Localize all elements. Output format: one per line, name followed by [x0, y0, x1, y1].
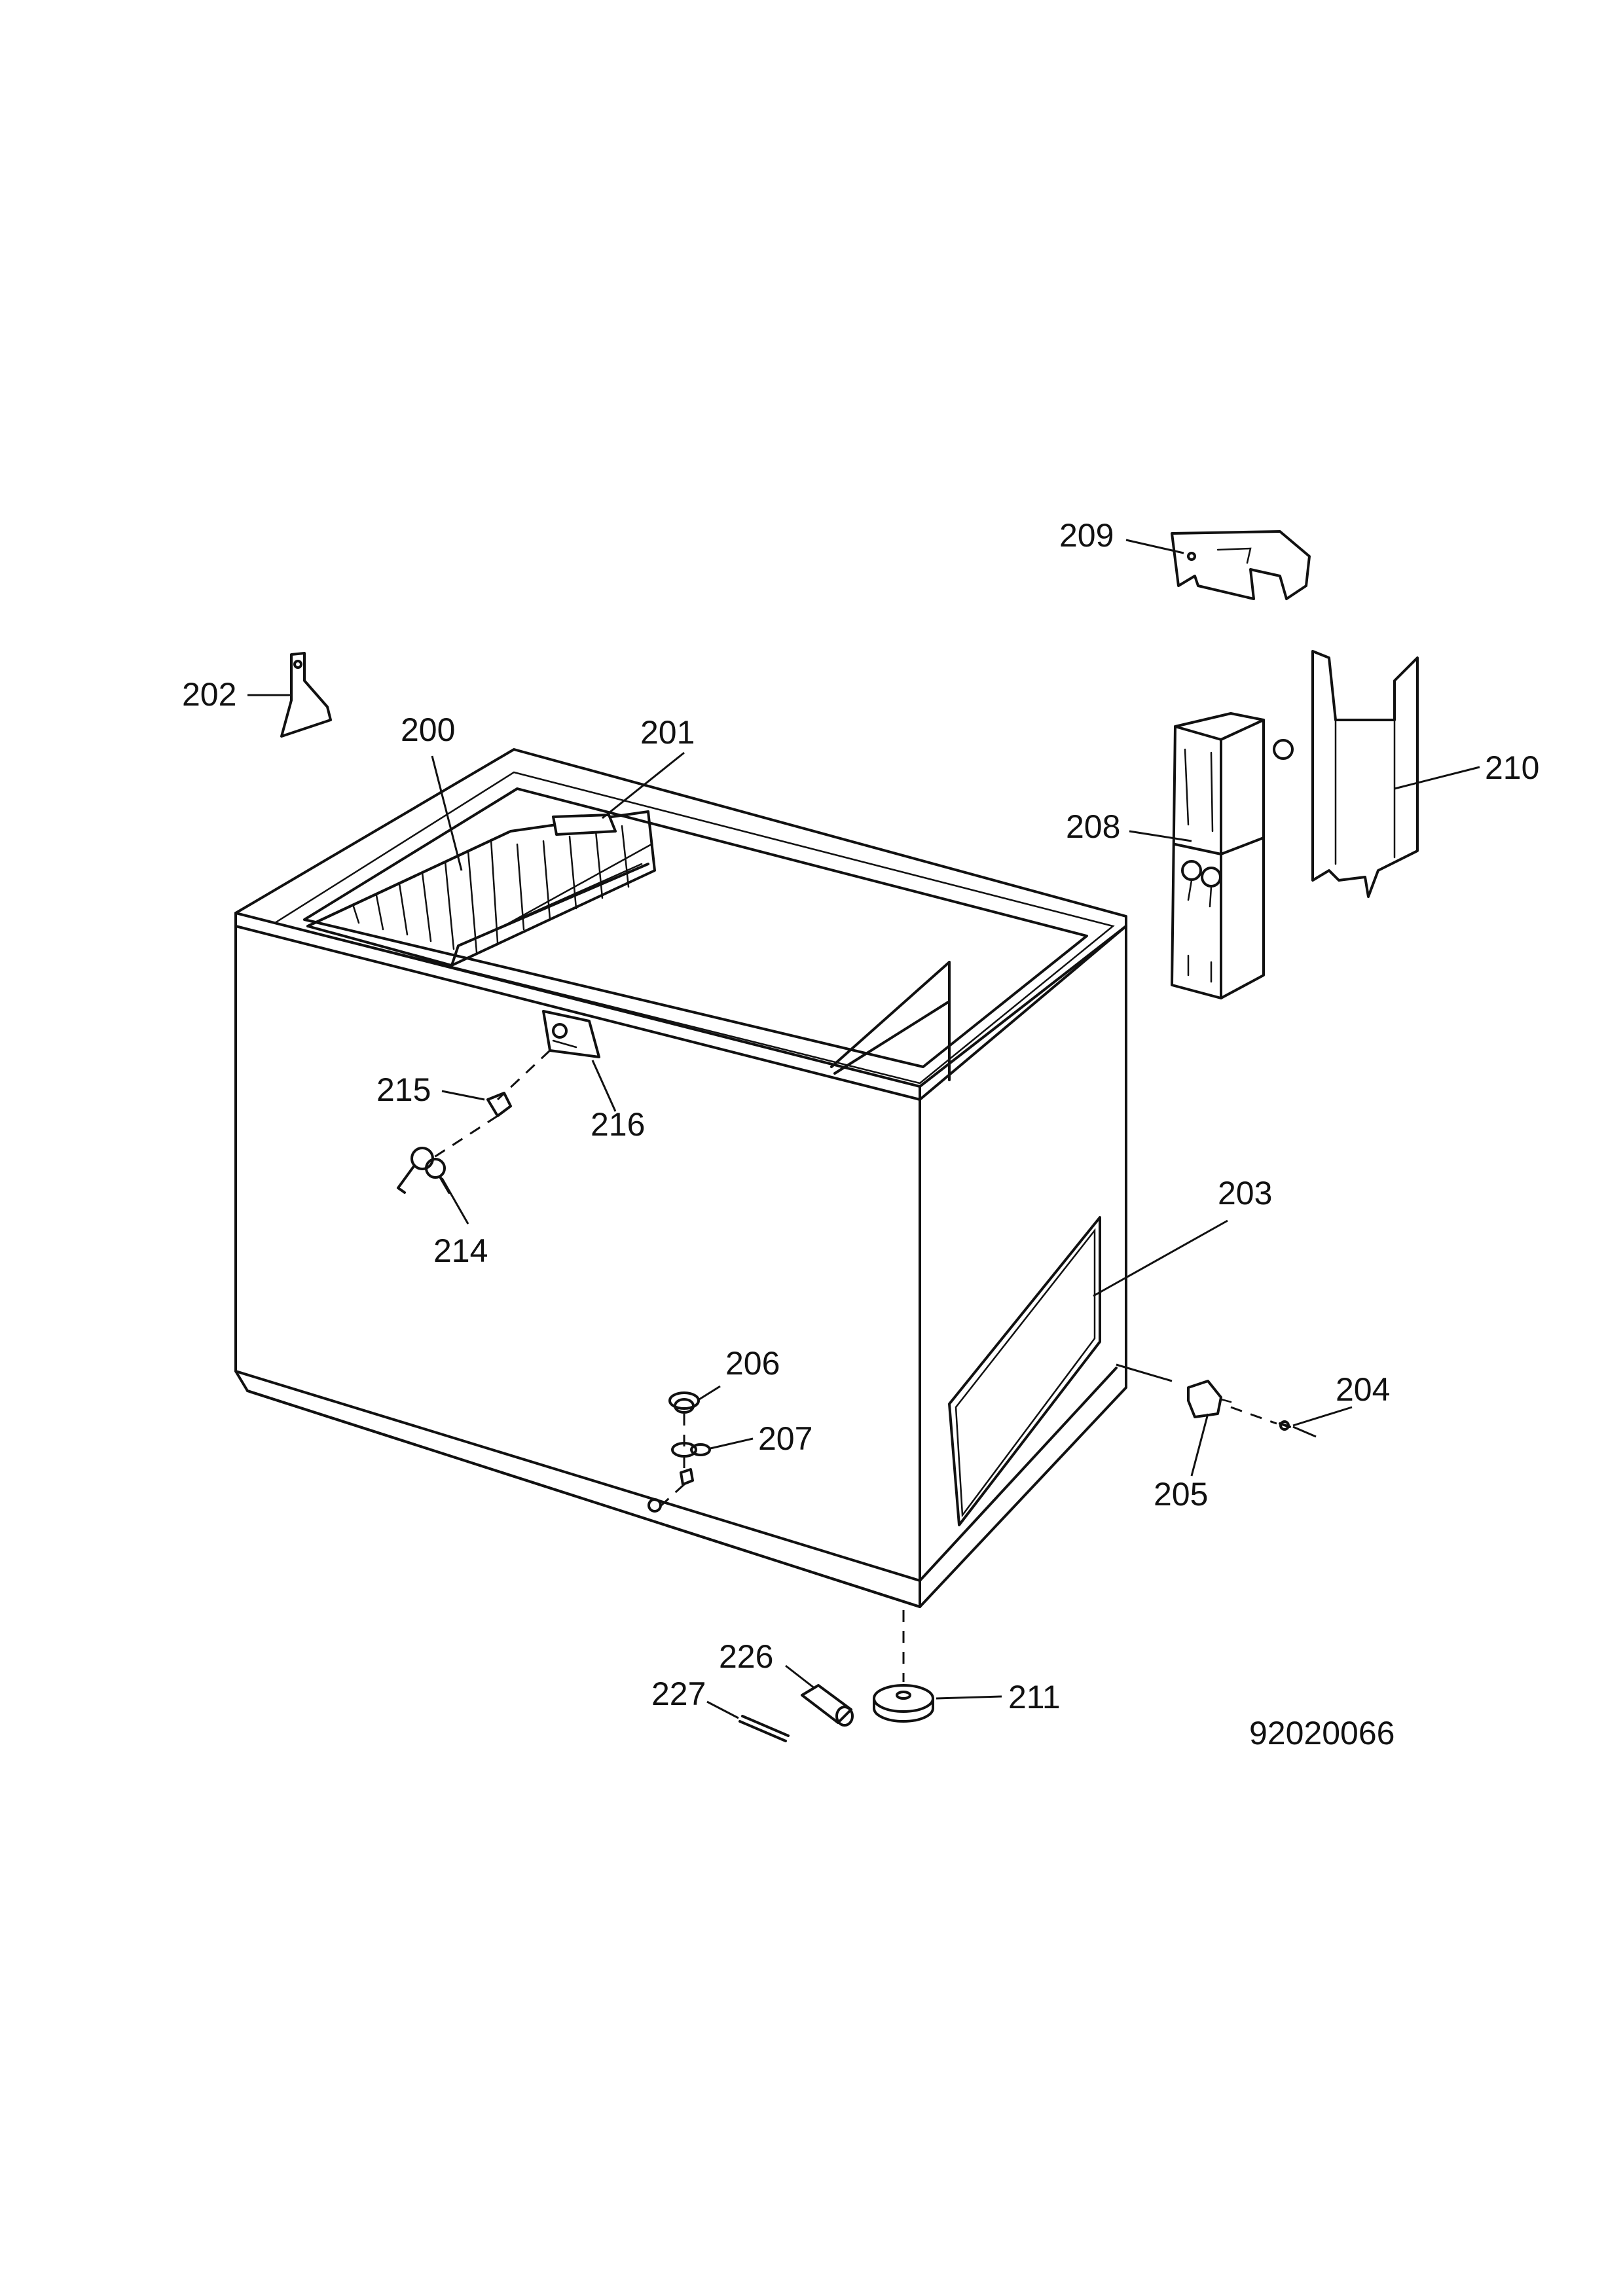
hinge-cover — [1171, 530, 1311, 600]
label-210: 210 — [1485, 749, 1539, 786]
lock-cylinder — [486, 1092, 512, 1117]
leader-lines — [247, 539, 1480, 1719]
washer — [668, 1391, 700, 1414]
label-204: 204 — [1336, 1371, 1390, 1408]
spacer-ring — [671, 1442, 711, 1458]
label-216: 216 — [591, 1106, 645, 1143]
label-205: 205 — [1154, 1476, 1208, 1513]
drawing-number: 92020066 — [1249, 1715, 1395, 1751]
label-208: 208 — [1066, 808, 1120, 845]
roller — [801, 1684, 854, 1727]
small-bolt — [680, 1468, 694, 1486]
label-207: 207 — [758, 1420, 812, 1457]
label-203: 203 — [1218, 1175, 1272, 1211]
thermostat-knob — [1187, 1380, 1232, 1418]
assembly-lines — [431, 1049, 1317, 1682]
label-209: 209 — [1059, 517, 1114, 554]
hinge-assembly — [1171, 712, 1294, 999]
freezer-basket — [306, 810, 656, 967]
label-201: 201 — [640, 714, 695, 751]
cabinet-foot — [873, 1684, 934, 1723]
pin — [739, 1715, 790, 1742]
label-226: 226 — [719, 1638, 773, 1675]
label-211: 211 — [1008, 1679, 1061, 1715]
label-227: 227 — [651, 1676, 706, 1712]
basket-wires — [352, 825, 653, 954]
label-200: 200 — [401, 711, 455, 748]
label-214: 214 — [433, 1232, 488, 1269]
label-206: 206 — [725, 1345, 780, 1382]
lock-bracket — [542, 1010, 600, 1058]
freezer-cabinet — [234, 748, 1127, 1608]
label-202: 202 — [182, 676, 236, 713]
key-set — [397, 1147, 450, 1194]
part-labels: 200 201 202 203 204 205 206 207 208 209 … — [182, 517, 1539, 1715]
hinge-bracket — [280, 652, 332, 738]
hinge-side-cover — [1311, 650, 1419, 898]
knob-screw — [1279, 1420, 1291, 1431]
label-215: 215 — [376, 1071, 431, 1108]
